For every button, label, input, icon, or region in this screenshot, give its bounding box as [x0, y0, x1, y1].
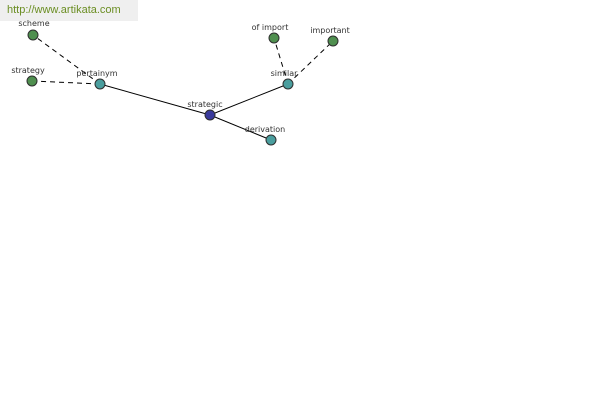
node-label-strategy: strategy [11, 66, 45, 75]
node-strategy[interactable]: strategy [11, 66, 45, 87]
node-label-of-import: of import [252, 23, 289, 32]
node-dot-strategy[interactable] [26, 75, 38, 87]
node-dot-similar[interactable] [282, 78, 294, 90]
edge-similar-important [287, 40, 334, 85]
node-dot-scheme[interactable] [27, 29, 39, 41]
node-label-pertainym: pertainym [76, 69, 117, 78]
edge-strategic-derivation [209, 114, 272, 141]
node-derivation[interactable]: derivation [245, 125, 285, 146]
site-url-link[interactable]: http://www.artikata.com [0, 0, 138, 21]
node-dot-important[interactable] [327, 35, 339, 47]
node-label-strategic: strategic [187, 100, 222, 109]
node-important[interactable]: important [310, 26, 350, 47]
node-label-important: important [310, 26, 350, 35]
edge-strategic-similar [209, 83, 289, 116]
node-dot-pertainym[interactable] [94, 78, 106, 90]
edge-pertainym-scheme [32, 34, 101, 85]
edges [31, 34, 334, 141]
node-of-import[interactable]: of import [252, 23, 289, 44]
nodes: strategic pertainym similar derivation schem… [11, 19, 350, 146]
node-label-similar: similar [271, 69, 299, 78]
node-label-scheme: scheme [18, 19, 49, 28]
edge-similar-of_import [273, 37, 289, 85]
node-dot-of-import[interactable] [268, 32, 280, 44]
edge-pertainym-strategy [31, 80, 101, 85]
node-scheme[interactable]: scheme [18, 19, 50, 41]
node-label-derivation: derivation [245, 125, 285, 134]
node-strategic[interactable]: strategic [187, 100, 223, 121]
edge-strategic-pertainym [99, 83, 211, 116]
node-dot-derivation[interactable] [265, 134, 277, 146]
node-similar[interactable]: similar [271, 69, 299, 90]
node-pertainym[interactable]: pertainym [76, 69, 118, 90]
node-dot-strategic[interactable] [204, 109, 216, 121]
